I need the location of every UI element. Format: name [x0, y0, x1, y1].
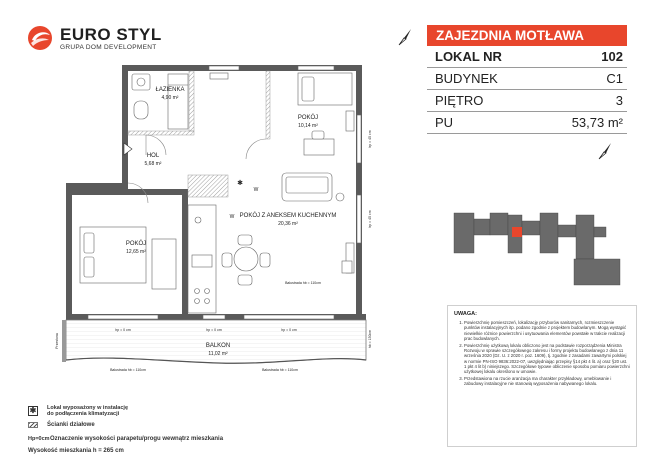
apartment-height: Wysokość mieszkania h = 265 cm: [28, 448, 124, 454]
brand-logo: EURO STYL GRUPA DOM DEVELOPMENT: [26, 24, 166, 54]
doors: [123, 134, 267, 204]
info-label: PIĘTRO: [435, 93, 484, 108]
legend-ac-line2: do podłączenia klimatyzacji: [47, 411, 120, 417]
legend-hp-text: Oznaczenie wysokości parapetu/progu wewn…: [50, 436, 224, 442]
room1-name: POKÓJ: [298, 114, 318, 121]
legend-hp-code: Hp=0cm: [28, 436, 50, 442]
hall-area: 5,68 m²: [145, 161, 162, 167]
room2-furniture: [79, 226, 353, 290]
legend-walls-label: Ścianki działowe: [47, 422, 95, 428]
living-name: POKÓJ Z ANEKSEM KUCHENNYM: [240, 212, 337, 219]
info-row-floor: PIĘTRO 3: [427, 90, 627, 112]
room2-name: POKÓJ: [126, 240, 146, 247]
info-row-unit-number: LOKAL NR 102: [427, 46, 627, 68]
balcony: [62, 319, 367, 364]
room1-area: 10,14 m²: [298, 123, 318, 129]
balustrade-label: Balustrada hb = 110cm: [262, 368, 298, 372]
living-area: 20,36 m²: [278, 221, 298, 227]
legend: ✱ Lokal wyposażony w instalację do podłą…: [28, 404, 328, 454]
info-row-building: BUDYNEK C1: [427, 68, 627, 90]
note-item: Powierzchnię pomieszczeń, lokalizację pr…: [464, 320, 630, 341]
partition-hatch-icon: [28, 422, 38, 428]
info-label: LOKAL NR: [435, 49, 502, 64]
ac-symbol-icon: ✱: [28, 406, 38, 416]
privacy-screen-label: Przesłona: [55, 333, 59, 349]
sill-height-label: hp = 45 cm: [368, 210, 372, 227]
notes-panel: UWAGA: Powierzchnię pomieszczeń, lokaliz…: [447, 305, 637, 447]
north-arrow-icon: [398, 29, 411, 46]
info-value: 3: [615, 93, 623, 108]
balcony-area: 11,02 m²: [208, 351, 228, 357]
room1-furniture: [297, 72, 355, 156]
sill-height-label: hp = 0 cm: [281, 328, 297, 332]
legend-sill-height: Hp=0cm Oznaczenie wysokości parapetu/pro…: [28, 432, 328, 446]
brand-name: EURO STYL: [60, 25, 162, 44]
legend-ac-line1: Lokal wyposażony w instalację: [47, 404, 128, 411]
sill-height-label: hp = 45 cm: [368, 130, 372, 147]
minimap-north-arrow-icon: [598, 143, 611, 160]
hall-name: HOL: [147, 153, 160, 159]
sill-height-label: hp = 0 cm: [206, 328, 222, 332]
floor-plan: ŁAZIENKA 4,90 m² HOL 5,68 m² POKÓJ 10,14…: [55, 65, 372, 372]
washer-label: W: [230, 214, 235, 220]
ac-connection-icon: ✱: [237, 179, 243, 187]
unit-info-panel: ZAJEZDNIA MOTŁAWA LOKAL NR 102 BUDYNEK C…: [427, 25, 627, 134]
info-value: 53,73 m²: [571, 115, 623, 130]
room2-area: 12,65 m²: [126, 249, 146, 255]
balustrade-label: Balustrada hb = 110cm: [110, 368, 146, 372]
balustrade-label: hb = 150cm: [368, 330, 372, 348]
project-name: ZAJEZDNIA MOTŁAWA: [427, 25, 627, 46]
notes-title: UWAGA:: [454, 311, 477, 317]
windows: [87, 65, 362, 320]
info-value: 102: [601, 49, 623, 64]
partition-walls: [72, 70, 271, 314]
note-item: Przedstawiona na rzucie aranżacja ma cha…: [464, 376, 630, 387]
legend-ac: ✱ Lokal wyposażony w instalację do podłą…: [28, 404, 328, 418]
brand-subtitle: GRUPA DOM DEVELOPMENT: [60, 44, 157, 51]
sill-height-label: hp = 0 cm: [115, 328, 131, 332]
kitchen-unit: [187, 204, 217, 314]
unit-location-marker: [512, 227, 522, 237]
info-row-usable-area: PU 53,73 m²: [427, 112, 627, 134]
balcony-name: BALKON: [206, 343, 230, 349]
euro-styl-logo-icon: [28, 26, 52, 50]
bathroom-area: 4,90 m²: [162, 95, 179, 101]
info-value: C1: [606, 71, 623, 86]
living-furniture: [221, 172, 355, 286]
bathroom-name: ŁAZIENKA: [155, 87, 184, 93]
bathroom-fixtures: [131, 72, 229, 130]
info-label: PU: [435, 115, 454, 130]
info-label: BUDYNEK: [435, 71, 498, 86]
balustrade-label: Balustrada hb = 110cm: [285, 281, 321, 285]
note-item: Powierzchnię użytkową lokalu obliczono j…: [464, 343, 630, 375]
building-minimap: [453, 212, 621, 286]
legend-walls: Ścianki działowe: [28, 418, 328, 432]
washer-label: W: [254, 187, 259, 193]
